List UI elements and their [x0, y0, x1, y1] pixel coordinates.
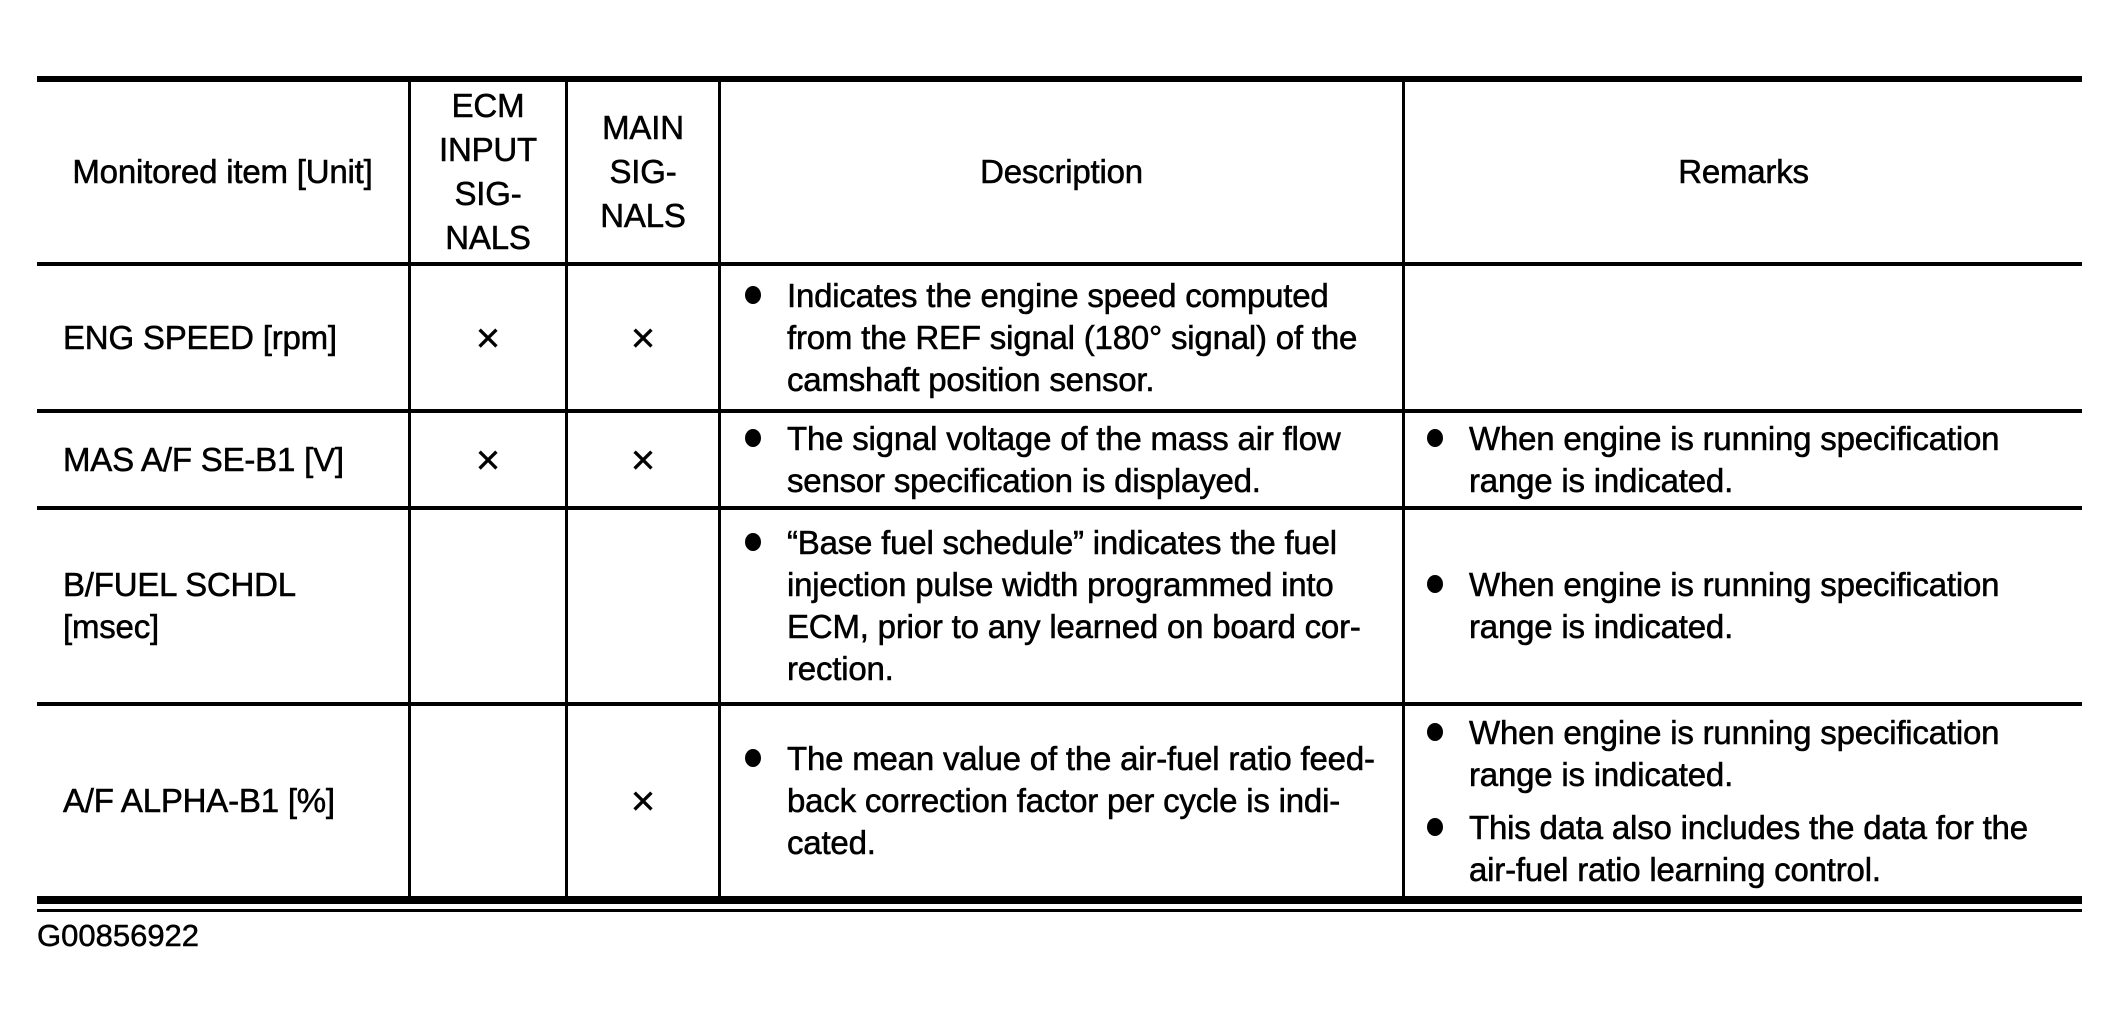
description-line: The signal voltage of the mass air flow [787, 419, 1341, 457]
ecm-header-line: NALS [445, 219, 531, 257]
description-cell: “Base fuel schedule” indicates the fuel … [721, 510, 1405, 706]
bullet-icon [745, 749, 761, 767]
main-signal-cell: × [568, 413, 721, 510]
ecm-signal-cell: × [411, 413, 568, 510]
bullet-item: Indicates the engine speed computed from… [745, 275, 1394, 401]
description-line: injection pulse width programmed into [787, 566, 1334, 604]
item-cell-eng-speed: ENG SPEED [rpm] [37, 266, 411, 413]
bottom-thin-rule [37, 909, 2082, 912]
description-line: from the REF signal (180° signal) of the [787, 318, 1358, 356]
bullet-text: “Base fuel schedule” indicates the fuel … [787, 522, 1361, 690]
item-cell-mas-af: MAS A/F SE-B1 [V] [37, 413, 411, 510]
description-line: ECM, prior to any learned on board cor- [787, 608, 1361, 646]
monitored-item-header-cell: Monitored item [Unit] [37, 82, 411, 266]
bullet-icon [745, 428, 761, 447]
ecm-signal-cell: × [411, 266, 568, 413]
remarks-cell-empty [1405, 266, 2082, 413]
bullet-text: When engine is running specification ran… [1469, 418, 2000, 502]
description-line: sensor specification is displayed. [787, 461, 1262, 499]
bullet-text: When engine is running specification ran… [1469, 564, 2000, 648]
description-cell: The signal voltage of the mass air flow … [721, 413, 1405, 510]
description-header-label: Description [980, 153, 1144, 191]
remarks-line: When engine is running specification [1469, 713, 2000, 751]
signals-table: Monitored item [Unit] ECM INPUT SIG- NAL… [37, 76, 2082, 904]
main-header-line: MAIN [602, 109, 684, 147]
description-header-cell: Description [721, 82, 1405, 266]
bullet-text: When engine is running specification ran… [1469, 712, 2000, 796]
signals-table-grid: Monitored item [Unit] ECM INPUT SIG- NAL… [37, 82, 2082, 896]
main-header-line: NALS [600, 197, 686, 235]
x-mark: × [630, 435, 656, 483]
bullet-text: This data also includes the data for the… [1469, 807, 2029, 891]
x-mark: × [630, 313, 656, 361]
ecm-input-signals-header-cell: ECM INPUT SIG- NALS [411, 82, 568, 266]
remarks-line: When engine is running specification [1469, 419, 2000, 457]
main-signal-cell: × [568, 266, 721, 413]
remarks-line: air-fuel ratio learning control. [1469, 850, 1882, 888]
main-signals-header-cell: MAIN SIG- NALS [568, 82, 721, 266]
x-mark: × [630, 777, 656, 824]
description-line: back correction factor per cycle is indi… [787, 782, 1341, 820]
description-line: rection. [787, 650, 894, 688]
bullet-icon [745, 533, 761, 551]
main-signal-cell-empty [568, 510, 721, 706]
item-line: MAS A/F SE-B1 [V] [63, 440, 345, 478]
item-line: A/F ALPHA-B1 [%] [63, 782, 336, 820]
description-cell: Indicates the engine speed computed from… [721, 266, 1405, 413]
ecm-signal-cell-empty [411, 510, 568, 706]
bullet-item: The mean value of the air-fuel ratio fee… [745, 738, 1394, 864]
item-cell-bfuel: B/FUEL SCHDL [msec] [37, 510, 411, 706]
bullet-item: When engine is running specification ran… [1427, 418, 2074, 502]
bullet-icon [1427, 817, 1443, 836]
description-line: The mean value of the air-fuel ratio fee… [787, 740, 1376, 778]
bullet-item: When engine is running specification ran… [1427, 564, 2074, 648]
remarks-line: When engine is running specification [1469, 566, 2000, 604]
bullet-text: The mean value of the air-fuel ratio fee… [787, 738, 1376, 864]
remarks-cell: When engine is running specification ran… [1405, 413, 2082, 510]
remarks-header-label: Remarks [1678, 153, 1809, 191]
ecm-header-line: INPUT [438, 131, 538, 169]
item-cell-af-alpha: A/F ALPHA-B1 [%] [37, 706, 411, 896]
ecm-header-line: ECM [451, 87, 525, 125]
bullet-text: The signal voltage of the mass air flow … [787, 418, 1341, 502]
item-line: [msec] [63, 608, 160, 646]
description-line: cated. [787, 824, 876, 862]
bullet-item: “Base fuel schedule” indicates the fuel … [745, 522, 1394, 690]
remarks-header-cell: Remarks [1405, 82, 2082, 266]
remarks-line: range is indicated. [1469, 461, 1734, 499]
description-line: camshaft position sensor. [787, 360, 1155, 398]
remarks-cell: When engine is running specification ran… [1405, 706, 2082, 896]
remarks-line: range is indicated. [1469, 755, 1734, 793]
bullet-item: The signal voltage of the mass air flow … [745, 418, 1394, 502]
item-line: B/FUEL SCHDL [63, 566, 297, 604]
bullet-icon [1427, 428, 1443, 447]
bullet-item: This data also includes the data for the… [1427, 807, 2074, 891]
remarks-line: This data also includes the data for the [1469, 808, 2029, 846]
description-line: Indicates the engine speed computed [787, 276, 1329, 314]
main-header-line: SIG- [609, 153, 677, 191]
item-line: ENG SPEED [rpm] [63, 318, 338, 356]
bullet-icon [1427, 575, 1443, 593]
remarks-cell: When engine is running specification ran… [1405, 510, 2082, 706]
description-line: “Base fuel schedule” indicates the fuel [787, 524, 1338, 562]
figure-id-label: G00856922 [37, 918, 200, 954]
x-mark: × [475, 435, 501, 483]
bullet-item: When engine is running specification ran… [1427, 712, 2074, 796]
ecm-header-line: SIG- [454, 175, 522, 213]
bullet-text: Indicates the engine speed computed from… [787, 275, 1358, 401]
description-cell: The mean value of the air-fuel ratio fee… [721, 706, 1405, 896]
ecm-signal-cell-empty [411, 706, 568, 896]
x-mark: × [475, 313, 501, 361]
remarks-line: range is indicated. [1469, 608, 1734, 646]
main-signal-cell: × [568, 706, 721, 896]
bullet-icon [1427, 722, 1443, 741]
bullet-icon [745, 285, 761, 304]
monitored-item-header-label: Monitored item [Unit] [72, 153, 373, 191]
